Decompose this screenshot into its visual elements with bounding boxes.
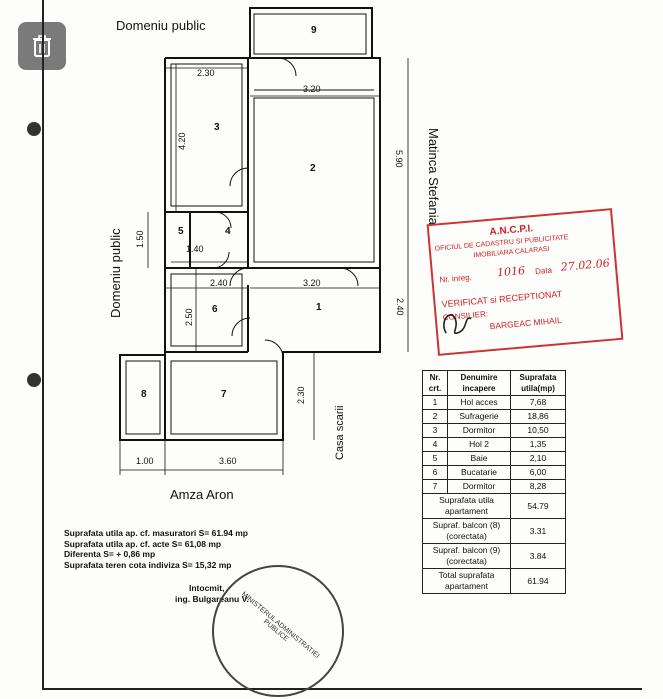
dim-320-top: 3.20 xyxy=(303,84,321,94)
table-cell: 7,68 xyxy=(510,395,566,410)
table-header-area: Suprafata utila(mp) xyxy=(510,370,566,396)
stair-label: Casa scarii xyxy=(334,405,346,460)
area-notes: Suprafata utila ap. cf. masuratori S= 61… xyxy=(64,528,248,570)
table-cell: Dormitor xyxy=(447,479,511,494)
table-cell: 1 xyxy=(422,395,448,410)
table-header-row: Nr. crt. Denumire incapere Suprafata uti… xyxy=(422,370,566,396)
left-street-label: Domeniu public xyxy=(108,228,123,318)
room-number-3: 3 xyxy=(214,122,220,133)
dim-360: 3.60 xyxy=(219,456,237,466)
room-number-1: 1 xyxy=(316,302,322,313)
summary-label: Total suprafata apartament xyxy=(422,568,511,594)
summary-row: Supraf. balcon (9) (corectata)3.84 xyxy=(422,543,566,569)
room-number-9: 9 xyxy=(311,25,317,36)
room-number-6: 6 xyxy=(212,304,218,315)
bottom-street-label: Amza Aron xyxy=(170,487,234,502)
dim-230-top: 2.30 xyxy=(197,68,215,78)
round-stamp-text: MINISTERUL ADMINISTRATIEI PUBLICE xyxy=(240,590,321,660)
dim-590: 5.90 xyxy=(394,150,404,168)
table-cell: Hol 2 xyxy=(447,437,511,452)
table-cell: 6 xyxy=(422,465,448,480)
dim-320-mid: 3.20 xyxy=(303,278,321,288)
summary-row: Supraf. balcon (8) (corectata)3.31 xyxy=(422,518,566,544)
note-line: Diferenta S= + 0,86 mp xyxy=(64,549,156,560)
table-cell: 2 xyxy=(422,409,448,424)
top-street-label: Domeniu public xyxy=(116,18,206,33)
frame-bottom xyxy=(42,688,642,690)
table-cell: 8,28 xyxy=(510,479,566,494)
summary-value: 54.79 xyxy=(510,493,566,519)
room-number-4: 4 xyxy=(225,226,231,237)
author-block: Intocmit, ing. Bulgareanu V. xyxy=(175,583,249,605)
table-cell: Hol acces xyxy=(447,395,511,410)
room-number-8: 8 xyxy=(141,389,147,400)
dim-240: 2.40 xyxy=(210,278,228,288)
table-cell: 5 xyxy=(422,451,448,466)
dim-150: 1.50 xyxy=(135,230,145,248)
punch-hole-bottom xyxy=(27,373,41,387)
summary-label: Suprafata utila apartament xyxy=(422,493,511,519)
table-cell: 1,35 xyxy=(510,437,566,452)
room-number-2: 2 xyxy=(310,163,316,174)
stamp-date-label: Data xyxy=(534,265,553,277)
table-header-nr: Nr. crt. xyxy=(422,370,448,396)
table-header-name: Denumire incapere xyxy=(447,370,511,396)
summary-label: Supraf. balcon (9) (corectata) xyxy=(422,543,511,569)
summary-value: 61.94 xyxy=(510,568,566,594)
author-title: Intocmit, xyxy=(189,583,225,593)
table-cell: 3 xyxy=(422,423,448,438)
author-name: ing. Bulgareanu V. xyxy=(175,594,249,604)
punch-hole-top xyxy=(27,122,41,136)
registration-stamp: A.N.C.P.I. OFICIUL DE CADASTRU SI PUBLIC… xyxy=(426,208,624,356)
stamp-nr-label: Nr. inreg. xyxy=(439,272,473,285)
table-cell: Baie xyxy=(447,451,511,466)
table-cell: Dormitor xyxy=(447,423,511,438)
stamp-name: BARGEAC MIHAIL xyxy=(489,314,563,332)
signature-mark xyxy=(443,314,472,334)
dim-420: 4.20 xyxy=(177,132,187,150)
dim-240-right: 2.40 xyxy=(395,298,405,316)
room-number-5: 5 xyxy=(178,226,184,237)
table-cell: 18,86 xyxy=(510,409,566,424)
table-cell: 4 xyxy=(422,437,448,452)
dim-250: 2.50 xyxy=(184,308,194,326)
dim-140: 1.40 xyxy=(186,244,204,254)
summary-value: 3.84 xyxy=(510,543,566,569)
table-cell: Bucatarie xyxy=(447,465,511,480)
summary-value: 3.31 xyxy=(510,518,566,544)
room-number-7: 7 xyxy=(221,389,227,400)
stamp-date-value: 27.02.06 xyxy=(560,256,611,274)
table-cell: 6,00 xyxy=(510,465,566,480)
dim-100: 1.00 xyxy=(136,456,154,466)
note-line: Suprafata teren cota indiviza S= 15,32 m… xyxy=(64,559,232,570)
table-cell: 7 xyxy=(422,479,448,494)
stamp-nr-value: 1016 xyxy=(496,263,526,280)
frame-left xyxy=(42,0,44,690)
dim-230-stair: 2.30 xyxy=(296,386,306,404)
stamp-title: A.N.C.P.I. xyxy=(489,223,534,238)
table-cell: 2,10 xyxy=(510,451,566,466)
note-line: Suprafata utila ap. cf. masuratori S= 61… xyxy=(64,528,248,538)
table-cell: Sufragerie xyxy=(447,409,511,424)
area-table: Nr. crt. Denumire incapere Suprafata uti… xyxy=(422,370,566,594)
right-street-label: Matinca Stefania xyxy=(426,128,441,225)
note-line: Suprafata utila ap. cf. acte S= 61,08 mp xyxy=(64,538,222,549)
table-cell: 10,50 xyxy=(510,423,566,438)
round-stamp: MINISTERUL ADMINISTRATIEI PUBLICE xyxy=(212,565,344,697)
summary-label: Supraf. balcon (8) (corectata) xyxy=(422,518,511,544)
